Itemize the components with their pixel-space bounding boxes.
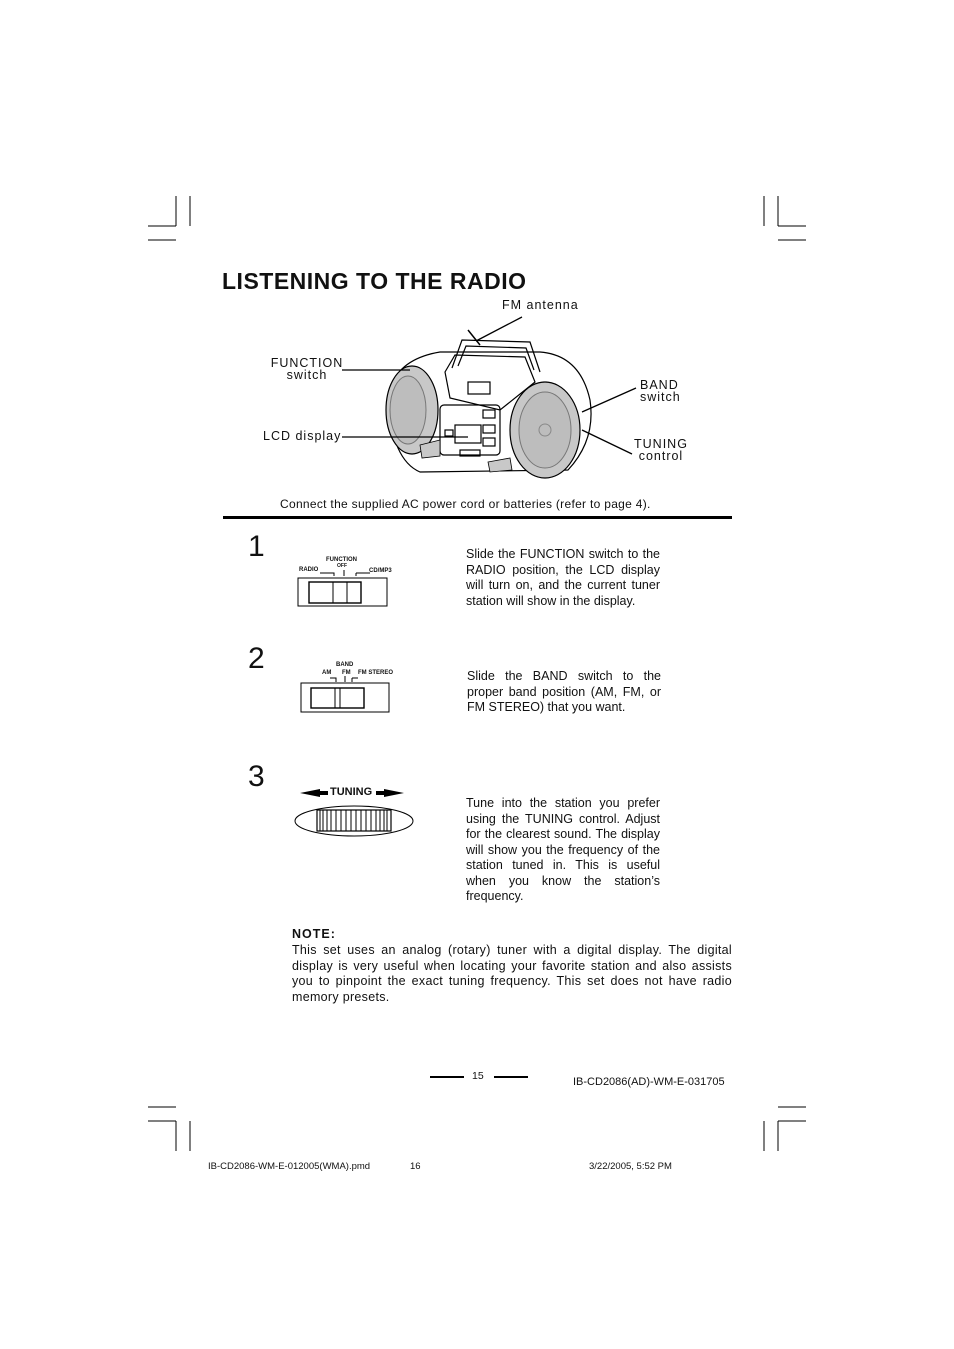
tuning-control-label: TUNING control [634,437,688,463]
page-number: 15 [472,1070,484,1082]
tuning-label-line1: TUNING [634,437,688,451]
note-body: This set uses an analog (rotary) tuner w… [292,943,732,1004]
band-label-line1: BAND [640,378,679,392]
tuning-label-line2: control [638,449,684,463]
print-timestamp: 3/22/2005, 5:52 PM [589,1161,672,1172]
page-number-rule-right [494,1076,528,1078]
function-label-line1: FUNCTION [270,356,344,370]
connect-instruction: Connect the supplied AC power cord or ba… [280,497,651,511]
band-switch-label: BAND switch [640,378,681,404]
step-3-text: Tune into the station you prefer using t… [466,796,660,903]
step-2-text: Slide the BAND switch to the proper band… [467,669,661,714]
band-switch-title: BAND [336,662,354,668]
function-switch-off: OFF [337,563,347,569]
tuning-knob-label: TUNING [330,786,373,798]
step-1-text: Slide the FUNCTION switch to the RADIO p… [466,547,660,608]
section-divider [223,516,732,519]
function-switch-cdmp3: CD/MP3 [369,568,392,574]
band-switch-fm: FM [342,670,351,676]
print-file-page: 16 [410,1161,421,1172]
band-switch-am: AM [322,670,332,676]
document-code: IB-CD2086(AD)-WM-E-031705 [573,1076,725,1088]
function-switch-label: FUNCTION switch [270,356,344,382]
step-1-number: 1 [248,530,265,563]
fm-antenna-label: FM antenna [502,298,579,312]
note-heading: NOTE: [292,927,336,941]
function-label-line2: switch [286,368,328,382]
step-2-number: 2 [248,642,265,675]
function-switch-title: FUNCTION [326,557,357,563]
lcd-display-label: LCD display [263,429,342,443]
step-3-number: 3 [248,760,265,793]
band-switch-fm-stereo: FM STEREO [358,670,394,676]
page-number-rule-left [430,1076,464,1078]
page-title: LISTENING TO THE RADIO [222,268,527,294]
function-switch-radio: RADIO [299,567,319,573]
band-label-line2: switch [640,390,681,404]
print-file-name: IB-CD2086-WM-E-012005(WMA).pmd [208,1161,371,1172]
